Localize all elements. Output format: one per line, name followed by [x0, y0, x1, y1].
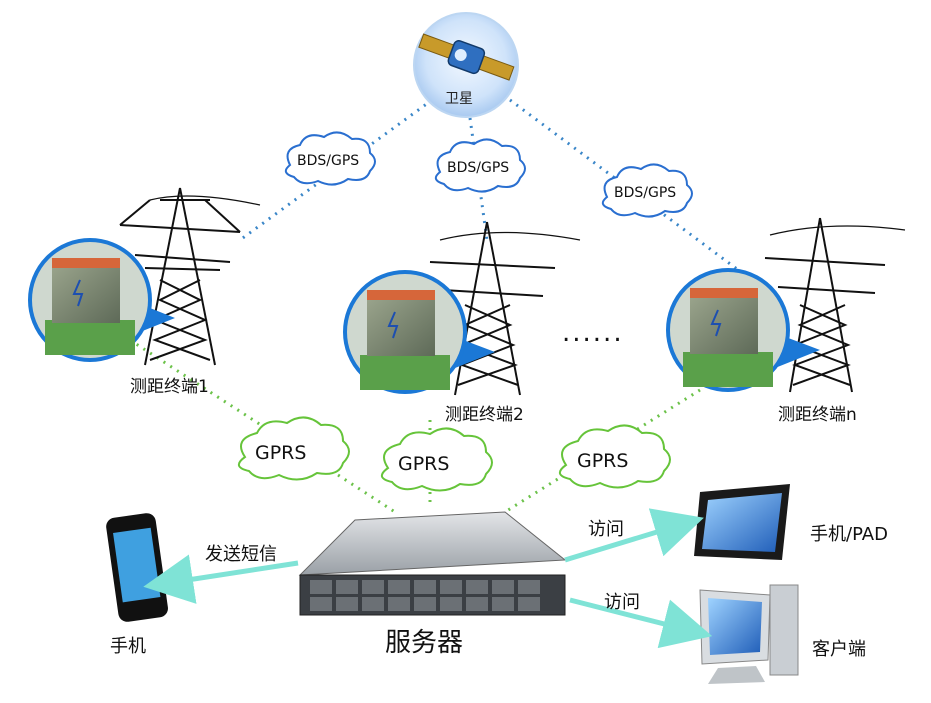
- mobile-pad-label: 手机/PAD: [810, 524, 888, 545]
- satellite-label: 卫星: [445, 91, 473, 107]
- arrow-send-sms: [143, 554, 299, 604]
- tablet-icon: [694, 484, 790, 560]
- phone-label: 手机: [110, 636, 146, 657]
- bds-link-label-1: BDS/GPS: [297, 153, 360, 169]
- client-label: 客户端: [812, 639, 866, 660]
- terminal-2-label: 测距终端2: [445, 405, 524, 425]
- arrow-access-pad: [564, 508, 704, 563]
- cloud-bds-2: [434, 138, 526, 193]
- satellite: [413, 12, 519, 118]
- more-terminals-ellipsis: ......: [562, 318, 624, 348]
- terminal-1-photo: [28, 238, 175, 362]
- computer-icon: [699, 584, 799, 684]
- cloud-bds-3: [601, 163, 693, 218]
- link-sat-terminal-n: [509, 98, 746, 277]
- satellite-links: [239, 98, 746, 277]
- cloud-gprs-2: [381, 427, 493, 492]
- tower-n: [764, 217, 906, 393]
- server-icon: [298, 511, 567, 616]
- access-pad-label: 访问: [588, 519, 624, 540]
- access-client-label: 访问: [604, 592, 640, 613]
- bds-link-label-2: BDS/GPS: [447, 160, 510, 176]
- tower-1: [119, 187, 261, 366]
- cloud-gprs-1: [238, 416, 350, 481]
- gprs-link-label-3: GPRS: [577, 450, 629, 472]
- arrow-access-client: [569, 597, 713, 649]
- gprs-link-label-2: GPRS: [398, 453, 450, 475]
- cloud-gprs-3: [559, 424, 671, 489]
- terminal-n-photo: [666, 268, 820, 392]
- terminal-2-photo: [343, 270, 495, 394]
- terminal-1-label: 测距终端1: [130, 377, 209, 397]
- satellite-icon: [418, 33, 515, 81]
- server-label: 服务器: [385, 628, 464, 658]
- cloud-bds-1: [284, 131, 376, 186]
- gprs-link-label-1: GPRS: [255, 442, 307, 464]
- send-sms-label: 发送短信: [205, 544, 277, 565]
- tower-2: [429, 221, 581, 396]
- terminal-n-label: 测距终端n: [778, 405, 857, 425]
- bds-link-label-3: BDS/GPS: [614, 185, 677, 201]
- phone-icon: [106, 513, 168, 622]
